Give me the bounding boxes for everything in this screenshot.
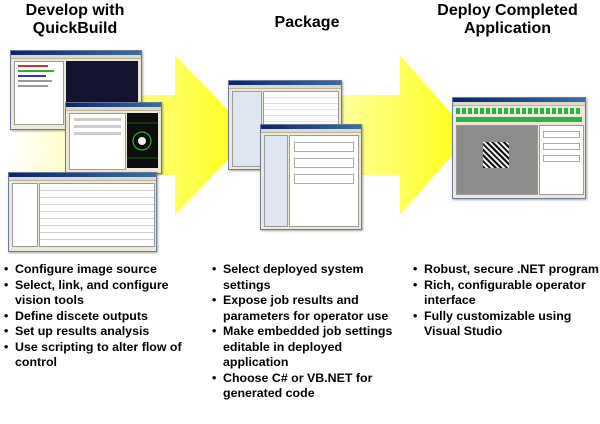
package-bullet: Expose job results and parameters for op… — [212, 293, 397, 324]
package-bullet: Select deployed system settings — [212, 262, 397, 293]
quickbuild-window-tool — [65, 102, 162, 174]
deploy-bullet: Robust, secure .NET program — [413, 262, 600, 278]
package-window-results — [260, 124, 362, 230]
develop-bullet: Define discete outputs — [4, 309, 204, 325]
develop-bullet: Select, link, and configure vision tools — [4, 278, 204, 309]
develop-bullet: Use scripting to alter flow of control — [4, 340, 204, 371]
deploy-bullet: Fully customizable using Visual Studio — [413, 309, 600, 340]
package-bullets: Select deployed system settings Expose j… — [212, 262, 397, 402]
quickbuild-window-script — [8, 172, 157, 252]
develop-bullet: Set up results analysis — [4, 324, 204, 340]
heading-package: Package — [274, 14, 340, 31]
deployed-application-window — [452, 97, 586, 199]
heading-deploy: Deploy Completed Application — [437, 2, 578, 37]
deploy-bullets: Robust, secure .NET program Rich, config… — [413, 262, 600, 340]
package-bullet: Make embedded job settings editable in d… — [212, 324, 397, 371]
deploy-bullet: Rich, configurable operator interface — [413, 278, 600, 309]
develop-bullets: Configure image source Select, link, and… — [4, 262, 204, 371]
package-bullet: Choose C# or VB.NET for generated code — [212, 371, 397, 402]
heading-develop: Develop with QuickBuild — [25, 2, 125, 37]
develop-bullet: Configure image source — [4, 262, 204, 278]
